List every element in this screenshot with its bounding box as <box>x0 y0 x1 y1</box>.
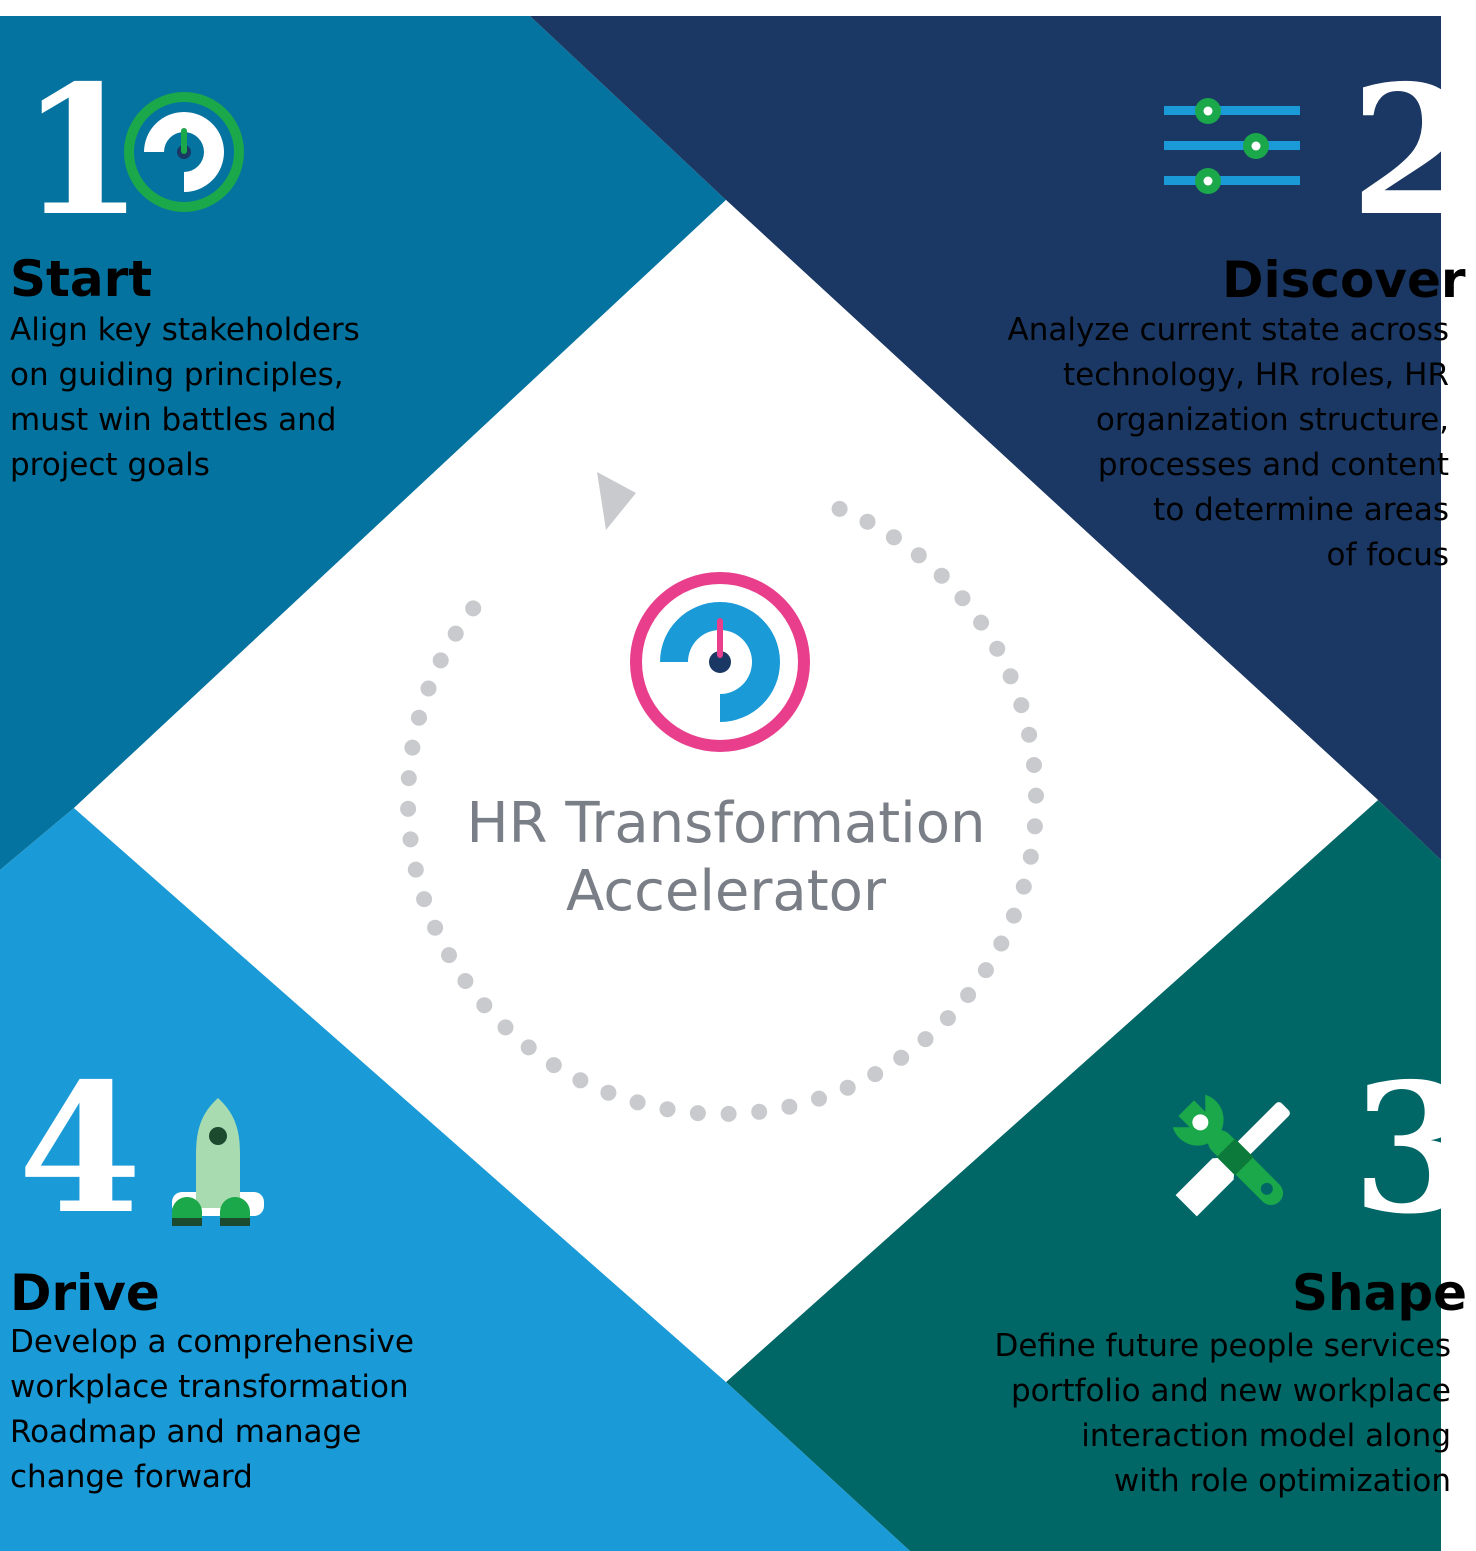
quadrant-discover <box>530 16 1441 860</box>
step-1-description-line: must win battles and <box>10 402 337 438</box>
cycle-dot <box>933 567 950 584</box>
cycle-dot <box>989 640 1006 657</box>
step-2-description-line: Analyze current state across <box>1007 312 1449 348</box>
cycle-dot <box>1002 668 1019 685</box>
cycle-dot <box>960 987 977 1003</box>
cycle-dot <box>545 1057 562 1074</box>
cycle-dots <box>400 500 1044 1122</box>
step-2-description-line: to determine areas <box>1153 492 1449 528</box>
cycle-dot <box>751 1103 768 1120</box>
cycle-dot <box>973 614 990 631</box>
cycle-dot <box>1013 697 1030 714</box>
sliders-icon <box>1164 98 1300 194</box>
cycle-dot <box>917 1031 934 1048</box>
cycle-dot <box>457 973 474 989</box>
cycle-dot <box>404 739 421 756</box>
cycle-dot <box>893 1049 910 1066</box>
cycle-dot <box>811 1090 827 1107</box>
step-2-title: Discover <box>1222 251 1466 309</box>
step-3-description-line: portfolio and new workplace <box>1011 1373 1451 1409</box>
step-4-description-line: workplace transformation <box>10 1369 409 1405</box>
step-2-description-line: organization structure, <box>1095 402 1449 438</box>
diagram-background <box>0 16 1441 1551</box>
step-3-description-line: interaction model along <box>1081 1418 1451 1454</box>
cycle-dot <box>600 1084 617 1101</box>
cycle-dot <box>497 1019 514 1036</box>
step-1-title: Start <box>10 250 153 308</box>
step-1-description-line: project goals <box>10 447 210 483</box>
cycle-dot <box>839 1079 856 1096</box>
step-4-description: Develop a comprehensive workplace transf… <box>10 1320 414 1500</box>
step-1-number: 1 <box>20 46 144 255</box>
cycle-dot <box>465 600 482 617</box>
step-3-description: Define future people services portfolio … <box>994 1324 1451 1504</box>
step-1-description-line: Align key stakeholders <box>10 312 360 348</box>
cycle-dot <box>420 680 437 697</box>
cycle-dot <box>954 590 971 607</box>
center-title-line1: HR Transformation <box>466 791 986 856</box>
center-title: HR Transformation Accelerator <box>376 790 1076 926</box>
cycle-dot <box>1015 878 1032 895</box>
step-3-title: Shape <box>1292 1264 1468 1322</box>
cycle-dot <box>1026 818 1043 835</box>
step-2-number: 2 <box>1350 46 1474 255</box>
gauge-icon <box>124 92 244 212</box>
cycle-dot <box>720 1105 737 1122</box>
rocket-icon <box>172 1098 264 1226</box>
cycle-dot <box>441 947 457 964</box>
cycle-dot <box>1022 848 1039 865</box>
cycle-dot <box>629 1094 646 1111</box>
cycle-dot <box>1005 907 1022 924</box>
step-1-description-line: on guiding principles, <box>10 357 344 393</box>
cycle-dot <box>447 625 464 642</box>
hr-transformation-diagram: HR Transformation Accelerator 1 Start Al… <box>0 16 1468 1551</box>
cycle-dot <box>1026 757 1042 773</box>
step-4-description-line: Roadmap and manage <box>10 1414 362 1450</box>
cycle-dot <box>977 962 994 979</box>
cycle-dot <box>885 529 902 546</box>
step-2-description-line: processes and content <box>1097 447 1449 483</box>
cycle-dot <box>411 709 427 726</box>
quadrant-start <box>0 16 726 870</box>
step-3-description-line: with role optimization <box>1113 1463 1451 1499</box>
cycle-dot <box>993 935 1010 952</box>
step-2-description: Analyze current state across technology,… <box>1008 308 1449 578</box>
cycle-dot <box>1021 726 1038 743</box>
cycle-dot <box>910 547 927 564</box>
accelerator-gauge-icon <box>630 572 810 752</box>
cycle-dot <box>572 1072 589 1089</box>
quadrant-drive <box>0 808 910 1551</box>
cycle-dot <box>831 500 848 517</box>
cycle-dot <box>781 1098 798 1115</box>
step-3-description-line: Define future people services <box>994 1328 1451 1364</box>
cycle-dot <box>432 652 449 669</box>
cycle-arrowhead-icon <box>597 472 636 530</box>
tools-icon <box>1172 1094 1290 1217</box>
cycle-dot <box>1028 787 1044 804</box>
step-2-description-line: technology, HR roles, HR <box>1063 357 1449 393</box>
cycle-dot <box>476 997 493 1014</box>
step-3-number: 3 <box>1352 1044 1476 1253</box>
cycle-dot <box>939 1010 956 1027</box>
cycle-dot <box>859 513 876 530</box>
step-4-description-line: change forward <box>10 1459 253 1495</box>
cycle-dot <box>400 770 417 787</box>
cycle-dot <box>416 891 433 908</box>
step-2-description-line: of focus <box>1326 537 1449 573</box>
cycle-dot <box>659 1101 676 1118</box>
step-4-number: 4 <box>18 1044 142 1253</box>
step-4-description-line: Develop a comprehensive <box>10 1324 414 1360</box>
cycle-dot <box>520 1039 537 1056</box>
center-diamond <box>74 200 1378 1382</box>
cycle-dot <box>427 919 444 936</box>
cycle-dot <box>400 800 417 817</box>
step-4-title: Drive <box>10 1264 160 1322</box>
cycle-dot <box>402 831 419 848</box>
quadrant-shape <box>726 800 1441 1551</box>
cycle-dot <box>867 1066 884 1083</box>
step-1-description: Align key stakeholders on guiding princi… <box>10 308 360 488</box>
center-title-line2: Accelerator <box>566 859 886 924</box>
cycle-dot <box>689 1105 706 1122</box>
cycle-dot <box>407 861 424 878</box>
